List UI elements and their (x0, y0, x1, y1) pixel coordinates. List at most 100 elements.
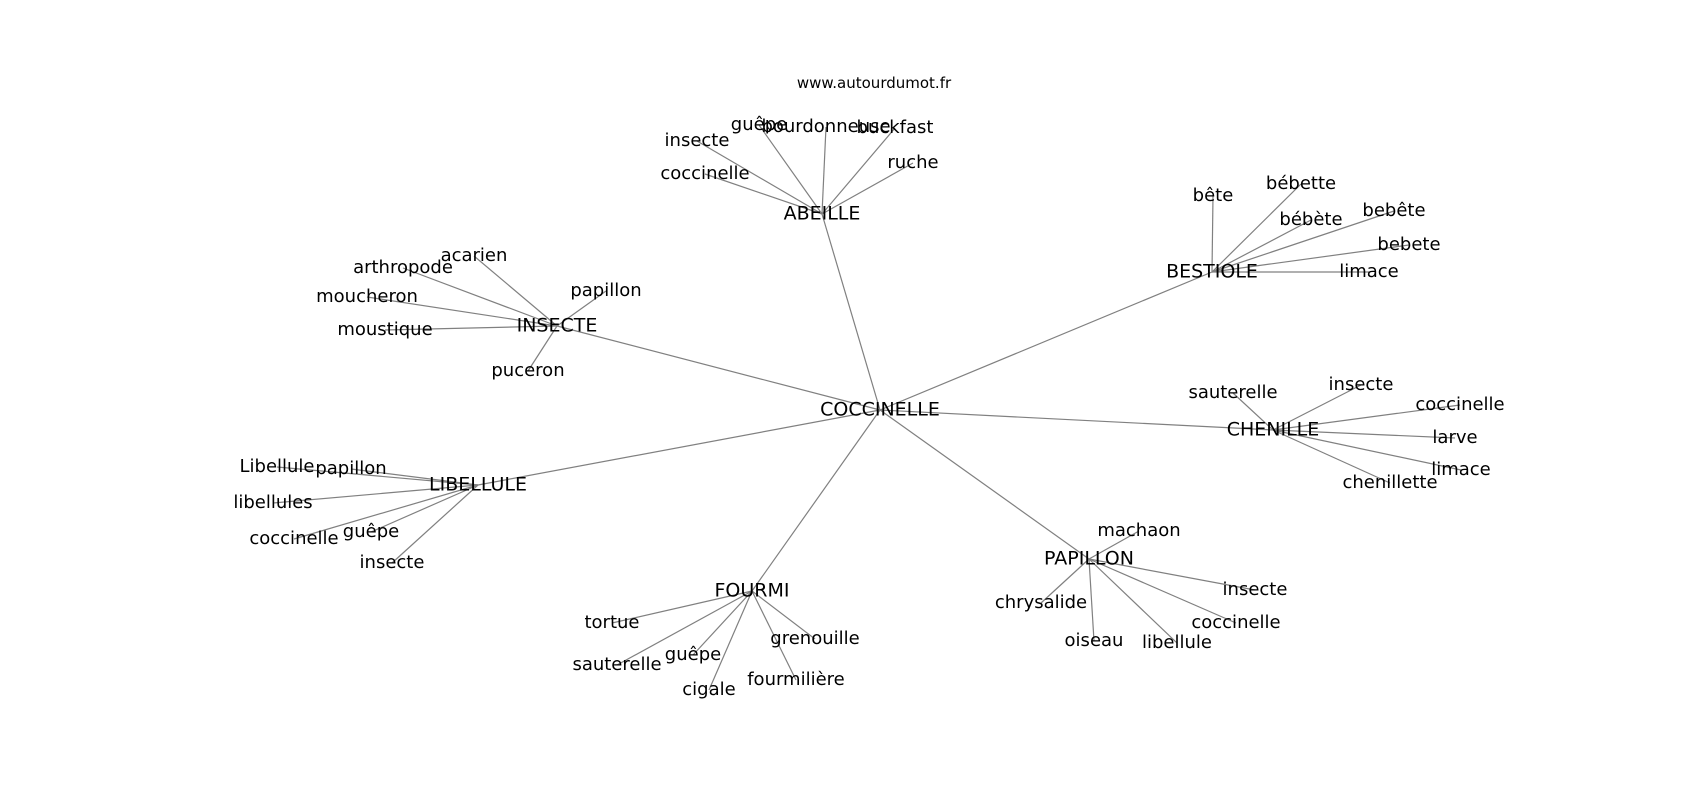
node-leaf[interactable]: bébette (1266, 173, 1336, 194)
node-leaf[interactable]: bebête (1362, 200, 1425, 221)
node-leaf[interactable]: oiseau (1065, 630, 1124, 651)
node-center[interactable]: COCCINELLE (820, 399, 940, 421)
edge-line (1211, 244, 1410, 273)
node-leaf[interactable]: bête (1193, 185, 1234, 206)
node-leaf[interactable]: cigale (682, 679, 735, 700)
edge-line (708, 590, 753, 691)
node-leaf[interactable]: coccinelle (1415, 394, 1504, 415)
edge-line (370, 484, 479, 533)
edge-line (1088, 530, 1140, 560)
node-leaf[interactable]: grenouille (770, 628, 859, 649)
edge-line (477, 409, 881, 486)
edge-line (1232, 392, 1274, 431)
node-leaf[interactable]: sauterelle (1188, 382, 1277, 403)
edge-line (276, 466, 479, 486)
node-leaf[interactable]: Libellule (239, 456, 314, 477)
edge-line (1211, 219, 1312, 273)
edge-line (704, 173, 823, 215)
node-hub[interactable]: FOURMI (715, 580, 790, 602)
node-leaf[interactable]: larve (1432, 427, 1477, 448)
edge-line (611, 590, 753, 624)
edge-line (1088, 558, 1256, 591)
node-layer: COCCINELLE ABEILLE insecte guêpe bourdon… (233, 114, 1504, 700)
node-leaf[interactable]: bourdonneuse (761, 116, 890, 137)
node-leaf[interactable]: papillon (570, 280, 641, 301)
edge-line (350, 468, 479, 486)
node-leaf[interactable]: libellules (233, 492, 312, 513)
edge-line (1211, 183, 1302, 273)
edge-line (821, 126, 827, 215)
node-leaf[interactable]: coccinelle (660, 163, 749, 184)
edge-line (556, 325, 881, 411)
node-leaf[interactable]: limace (1339, 261, 1399, 282)
edge-line (473, 255, 558, 327)
node-hub[interactable]: INSECTE (517, 315, 598, 337)
node-leaf[interactable]: puceron (491, 360, 564, 381)
node-leaf[interactable]: ruche (887, 152, 938, 173)
edge-line (1272, 429, 1462, 471)
edge-line (1088, 558, 1237, 624)
node-leaf[interactable]: papillon (315, 458, 386, 479)
edge-line (1272, 429, 1456, 439)
edge-line (821, 213, 881, 411)
edge-line (527, 325, 558, 372)
node-leaf[interactable]: guêpe (343, 521, 399, 542)
node-hub[interactable]: PAPILLON (1044, 548, 1134, 570)
node-leaf[interactable]: moustique (337, 319, 432, 340)
watermark[interactable]: www.autourdumot.fr (797, 74, 952, 92)
edge-line (1088, 558, 1095, 642)
node-leaf[interactable]: insecte (1223, 579, 1288, 600)
node-hub[interactable]: ABEILLE (784, 203, 861, 225)
edge-line (384, 325, 558, 331)
edge-line (272, 484, 479, 504)
edge-line (751, 590, 816, 640)
edge-line (391, 484, 479, 564)
edge-line (556, 290, 607, 327)
node-leaf[interactable]: tortue (584, 612, 639, 633)
node-leaf[interactable]: coccinelle (1191, 612, 1280, 633)
edge-line (821, 162, 914, 215)
edge-line (821, 127, 896, 215)
node-leaf[interactable]: guêpe (731, 114, 787, 135)
edge-line (366, 296, 558, 327)
node-leaf[interactable]: bebete (1377, 234, 1440, 255)
node-leaf[interactable]: chrysalide (995, 592, 1087, 613)
node-leaf[interactable]: acarien (441, 245, 508, 266)
node-leaf[interactable]: machaon (1097, 520, 1180, 541)
edge-line (696, 140, 823, 215)
edge-line (1088, 558, 1178, 644)
node-hub[interactable]: CHENILLE (1227, 419, 1320, 441)
node-hub[interactable]: LIBELLULE (429, 474, 527, 496)
edge-line (1272, 429, 1391, 484)
node-hub[interactable]: BESTIOLE (1166, 261, 1258, 283)
node-leaf[interactable]: guêpe (665, 644, 721, 665)
edge-line (758, 124, 823, 215)
node-leaf[interactable]: chenillette (1342, 472, 1437, 493)
node-leaf[interactable]: fourmilière (747, 669, 845, 690)
edge-line (1211, 210, 1395, 273)
edge-line (293, 484, 479, 540)
edge-line (879, 271, 1213, 411)
node-leaf[interactable]: buckfast (857, 117, 934, 138)
edge-line (402, 267, 558, 327)
node-leaf[interactable]: sauterelle (572, 654, 661, 675)
edge-line (692, 590, 753, 656)
edge-line (1272, 384, 1362, 431)
edge-line (879, 409, 1274, 431)
node-leaf[interactable]: limace (1431, 459, 1491, 480)
node-leaf[interactable]: insecte (1329, 374, 1394, 395)
edge-line (1211, 195, 1214, 273)
edge-line (751, 590, 797, 681)
node-leaf[interactable]: libellule (1142, 632, 1212, 653)
node-leaf[interactable]: moucheron (316, 286, 418, 307)
node-leaf[interactable]: coccinelle (249, 528, 338, 549)
node-leaf[interactable]: arthropode (353, 257, 453, 278)
edge-line (1040, 558, 1090, 604)
edge-line (879, 409, 1090, 560)
node-leaf[interactable]: insecte (360, 552, 425, 573)
edge-line (616, 590, 753, 666)
edge-layer (272, 124, 1462, 691)
node-leaf[interactable]: bébète (1279, 209, 1342, 230)
node-leaf[interactable]: insecte (665, 130, 730, 151)
